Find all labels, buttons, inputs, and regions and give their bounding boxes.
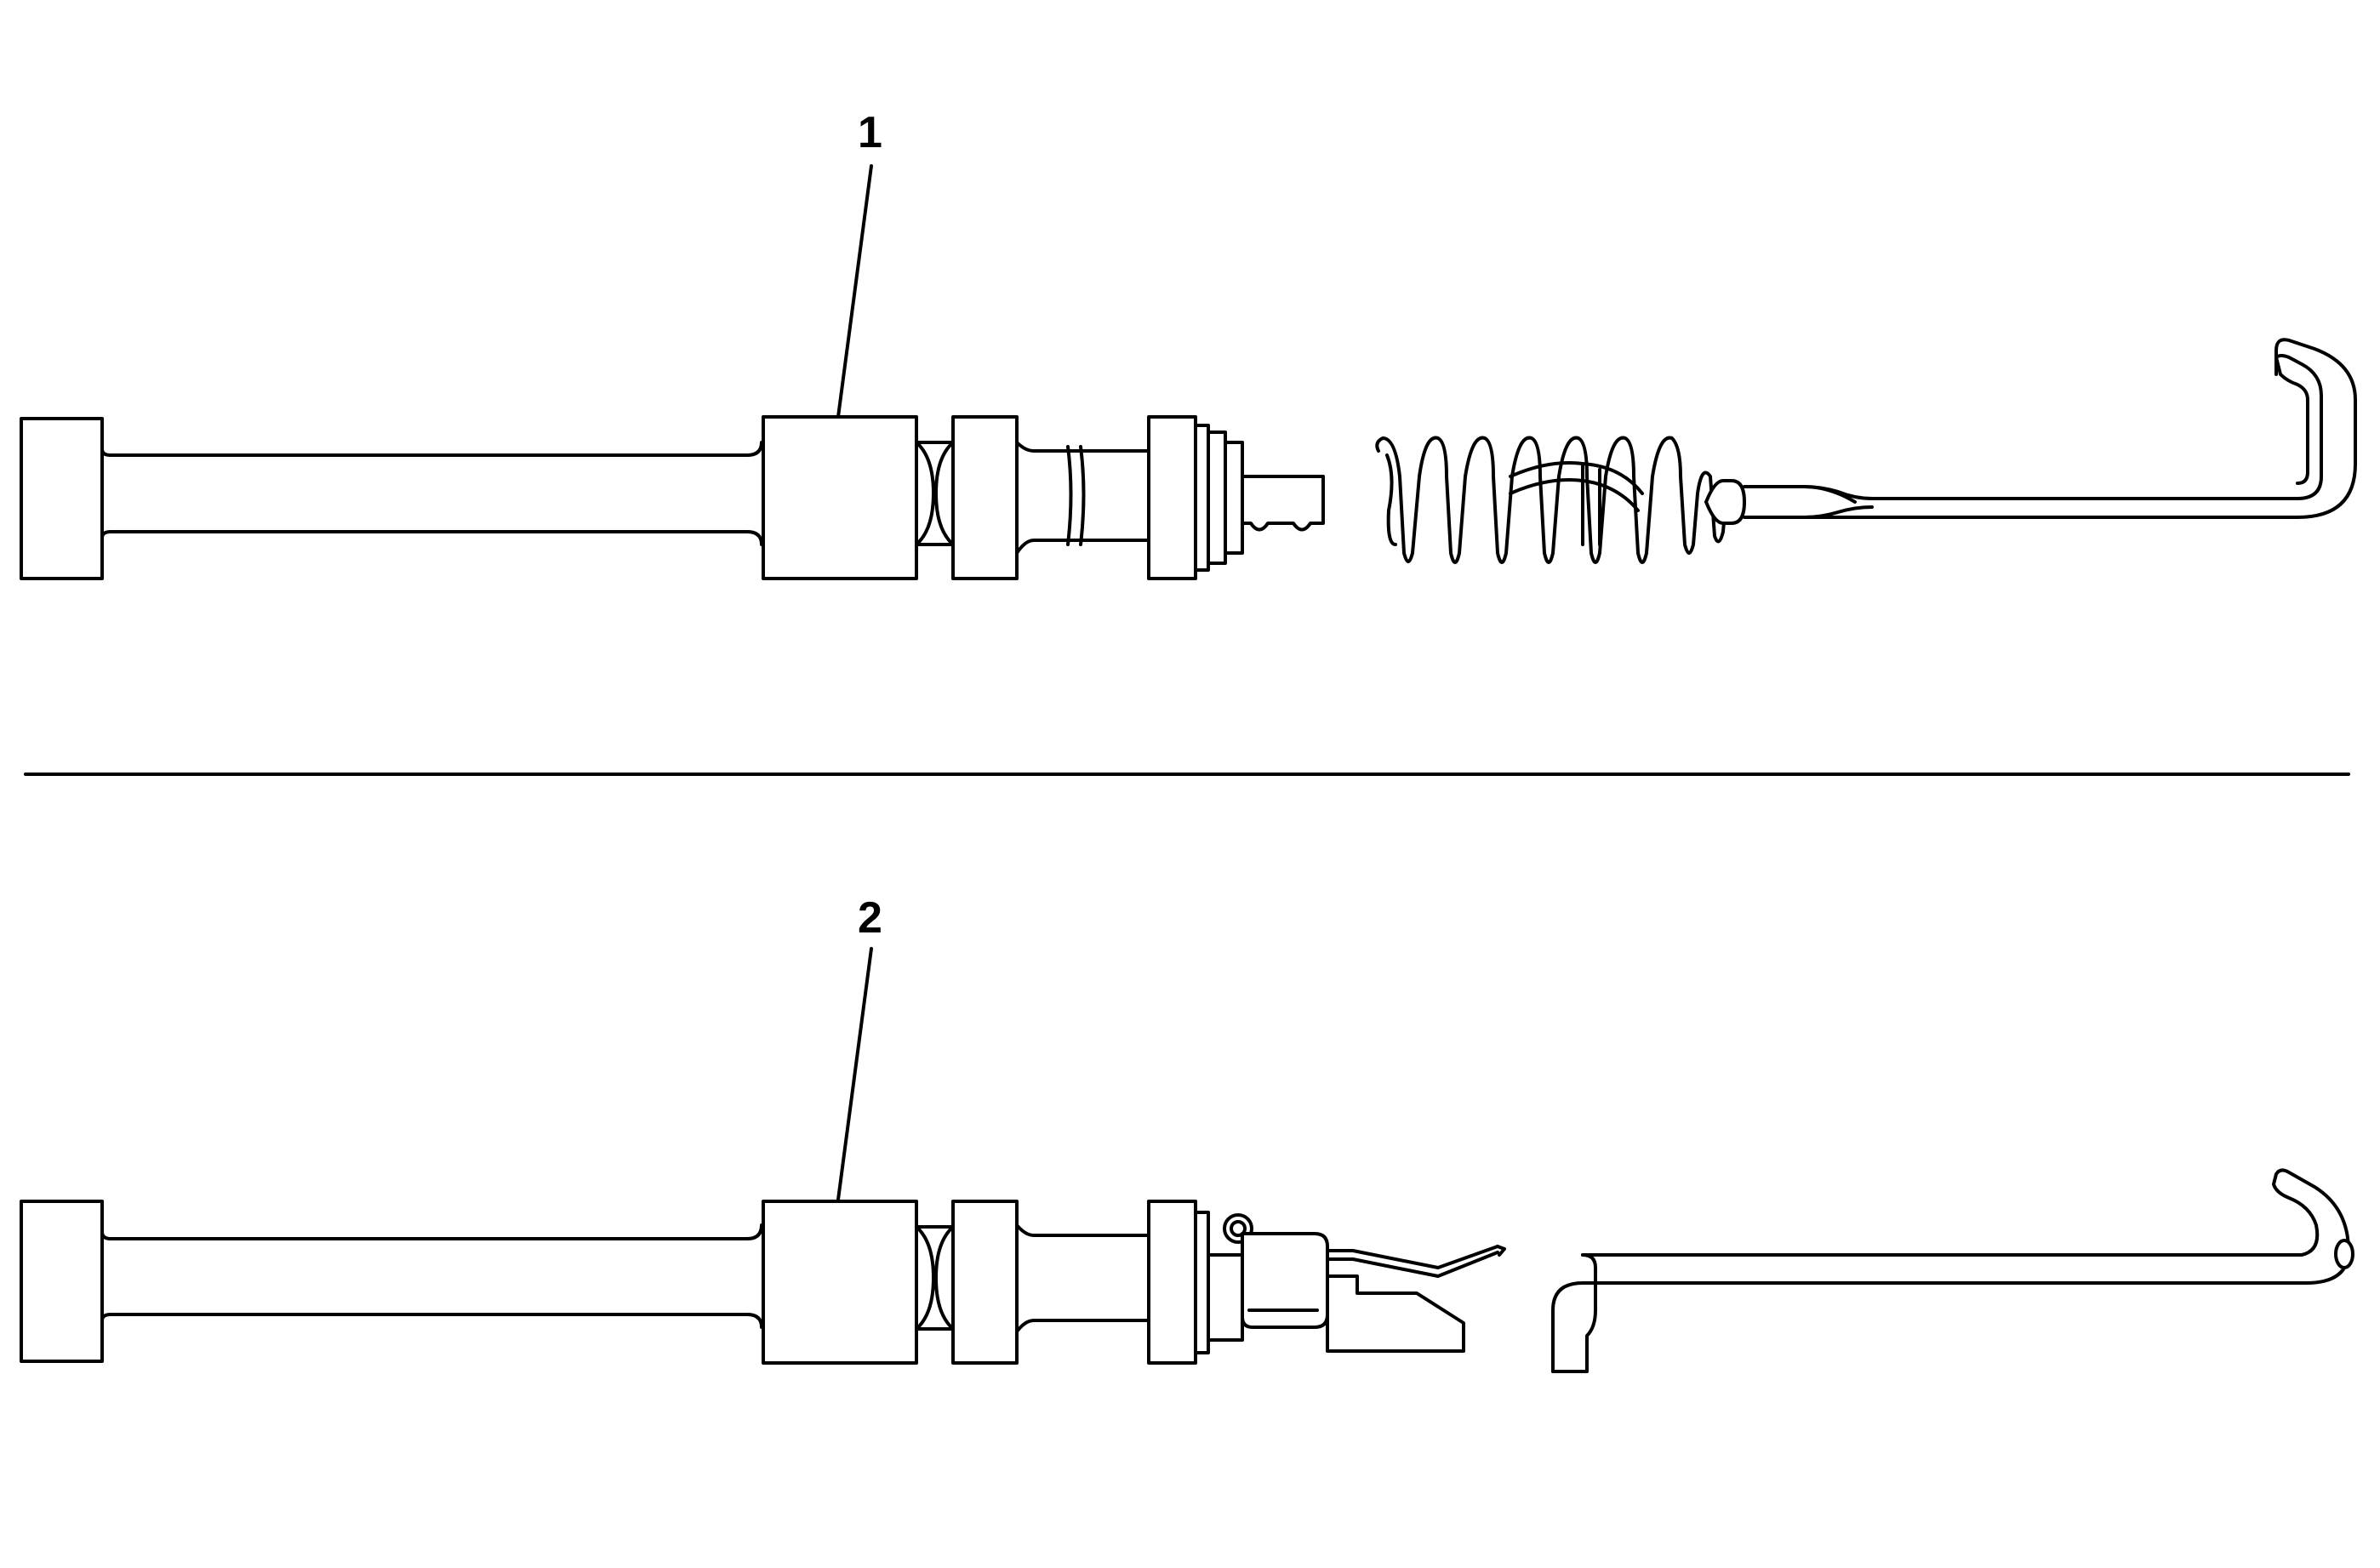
hook-rod-bump bbox=[2336, 1240, 2353, 1268]
bottom-assembly bbox=[21, 949, 2353, 1371]
bottom-hook-rod bbox=[1553, 1170, 2353, 1371]
top-flange-3 bbox=[1208, 432, 1225, 563]
top-hook-rod bbox=[1706, 339, 2355, 523]
top-flange-2 bbox=[1196, 425, 1208, 570]
top-assembly bbox=[21, 166, 2355, 579]
bottom-neck bbox=[1017, 1225, 1149, 1331]
top-neck bbox=[1017, 442, 1149, 553]
latch-jaw bbox=[1327, 1276, 1464, 1351]
callout-2-label: 2 bbox=[858, 893, 882, 943]
callout-1-label: 1 bbox=[858, 108, 882, 157]
bottom-collar-right bbox=[936, 1227, 953, 1329]
top-adapter-tip bbox=[1242, 476, 1323, 530]
top-flange-1 bbox=[1149, 417, 1196, 579]
top-shaft bbox=[102, 442, 762, 545]
top-sleeve bbox=[953, 417, 1017, 579]
bottom-latch bbox=[1224, 1215, 1504, 1351]
latch-body bbox=[1242, 1234, 1327, 1327]
bottom-shaft bbox=[102, 1225, 762, 1327]
top-flange-4 bbox=[1225, 442, 1242, 553]
top-collar-right bbox=[936, 442, 953, 545]
bottom-sleeve bbox=[953, 1201, 1017, 1363]
bottom-flange-3 bbox=[1208, 1255, 1242, 1340]
bottom-flange-1 bbox=[1149, 1201, 1196, 1363]
top-slide-weight bbox=[763, 417, 916, 579]
callout-1-leader bbox=[838, 166, 871, 417]
bottom-collar-left bbox=[916, 1227, 933, 1329]
bottom-flange-2 bbox=[1196, 1212, 1208, 1353]
callout-2-leader bbox=[838, 949, 871, 1200]
top-spring bbox=[1377, 438, 1726, 562]
bottom-slide-weight bbox=[763, 1201, 916, 1363]
top-handle-end bbox=[21, 419, 102, 579]
top-collar-left bbox=[916, 442, 933, 545]
bottom-handle-end bbox=[21, 1201, 102, 1361]
